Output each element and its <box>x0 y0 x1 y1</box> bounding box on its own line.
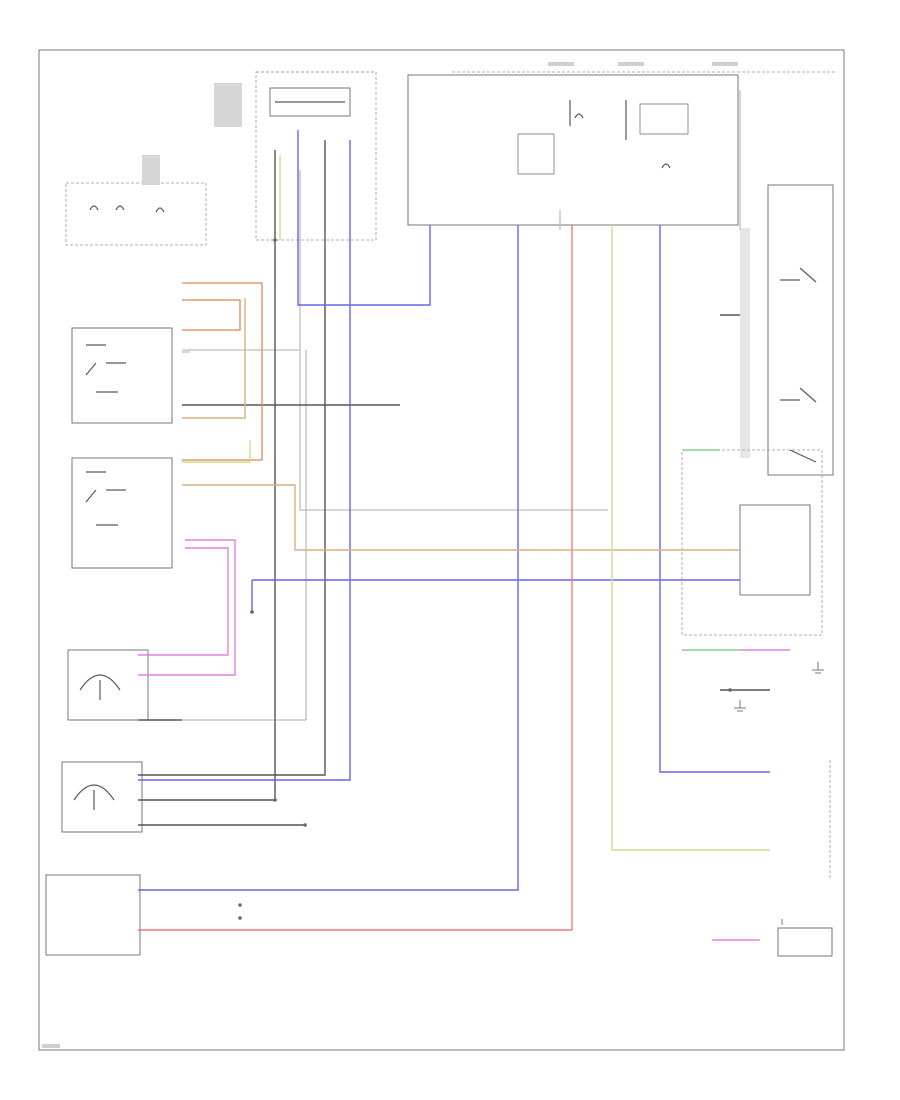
grounds <box>734 662 824 925</box>
wire-blue <box>138 130 770 891</box>
wire-orange <box>182 282 263 461</box>
control-module <box>407 74 739 226</box>
wire-magenta <box>138 539 790 941</box>
top-power-bus <box>256 62 835 73</box>
left-relays <box>71 327 173 569</box>
wire-black <box>138 140 770 826</box>
right-relay-stack <box>740 184 834 476</box>
splices <box>238 238 732 920</box>
diagram-frame <box>38 49 845 1051</box>
wire-green <box>682 449 740 651</box>
wire-red <box>138 225 573 931</box>
footer-marker <box>42 1044 60 1048</box>
wire-gray <box>182 90 741 721</box>
fuse-block-left <box>65 155 207 246</box>
junction-box <box>214 71 377 241</box>
wires <box>138 90 790 941</box>
left-switches <box>45 649 149 956</box>
wire-yellow <box>182 155 770 851</box>
right-module <box>681 449 823 636</box>
wire-tan <box>182 298 740 551</box>
right-connectors <box>777 760 833 957</box>
